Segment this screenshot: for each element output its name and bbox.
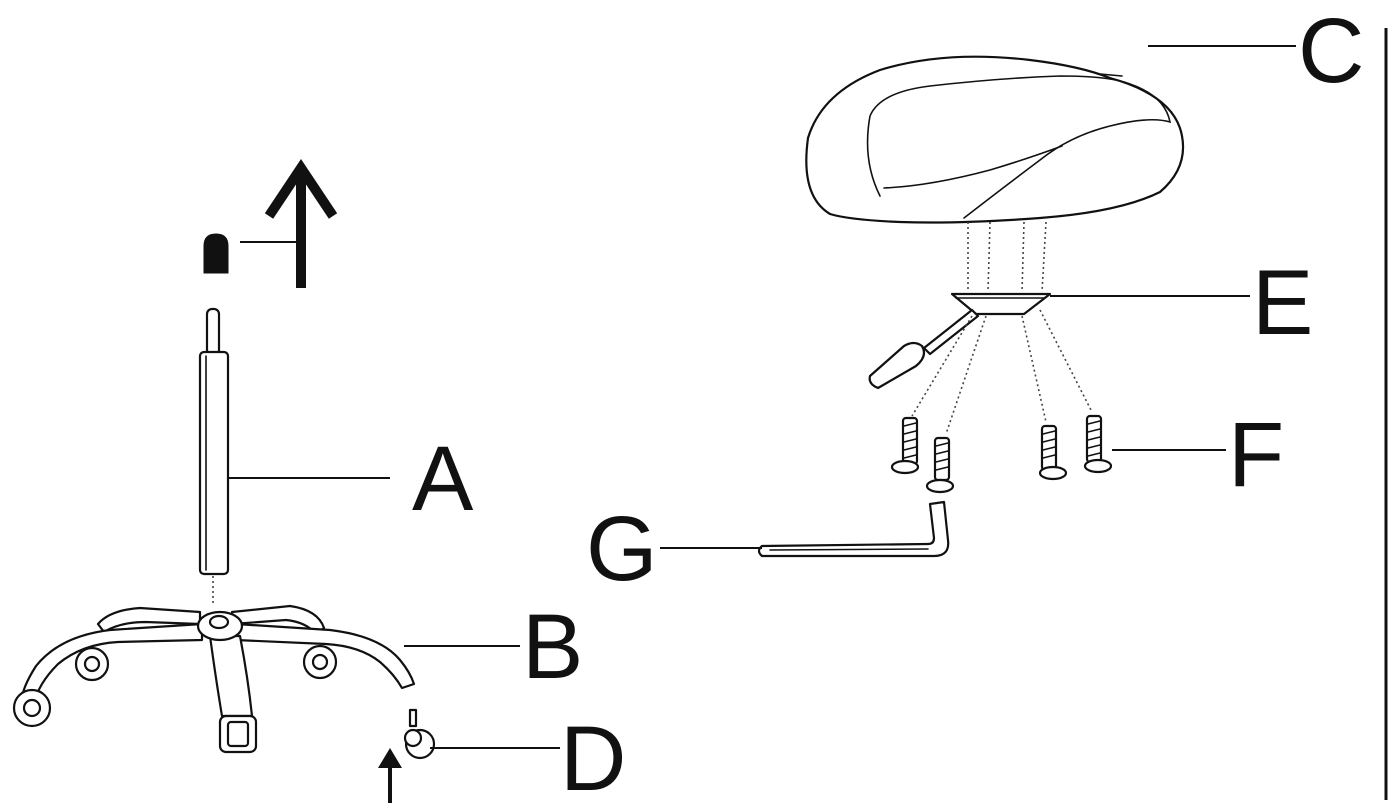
- seat: [805, 55, 1185, 224]
- screw-guide-lines: [911, 309, 1093, 435]
- caster-left: [12, 688, 52, 728]
- label-f: F: [1228, 404, 1284, 506]
- screw: [890, 416, 920, 475]
- allen-key: [757, 500, 950, 558]
- label-b: B: [522, 596, 583, 698]
- screw: [925, 436, 955, 494]
- caster-wheel: [403, 708, 436, 760]
- seat-guide-lines: [967, 221, 1047, 293]
- label-c: C: [1298, 0, 1364, 102]
- screw: [1038, 424, 1068, 481]
- gas-cylinder: [198, 307, 230, 606]
- five-star-base: [12, 604, 416, 754]
- caster-insert-arrow-icon: [378, 748, 402, 803]
- caster-back-left: [74, 646, 110, 682]
- label-g: G: [586, 498, 658, 600]
- caster-front: [218, 714, 258, 754]
- label-d: D: [560, 708, 626, 805]
- up-arrow-icon: [264, 158, 338, 288]
- cap-icon: [203, 233, 229, 274]
- mechanism-plate: [868, 292, 1052, 390]
- label-a: A: [412, 428, 474, 530]
- caster-back-right: [302, 644, 338, 680]
- label-e: E: [1252, 252, 1313, 354]
- screw: [1083, 414, 1113, 474]
